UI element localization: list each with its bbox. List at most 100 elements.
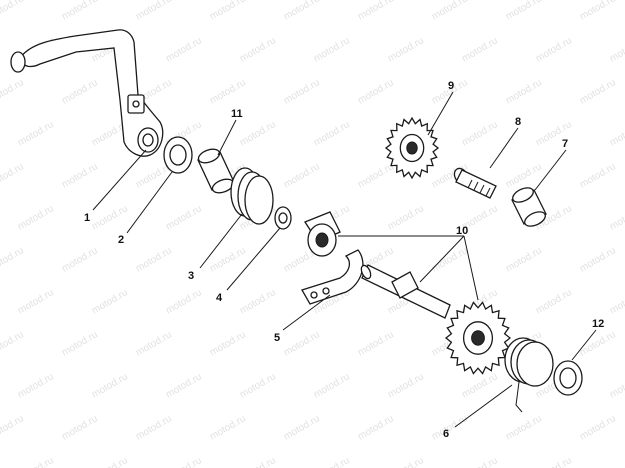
- watermark-text: motod.ru: [386, 35, 426, 64]
- driven-gear-10: [444, 301, 512, 375]
- watermark-text: motod.ru: [356, 329, 396, 358]
- watermark-text: motod.ru: [504, 77, 544, 106]
- bolt-8: [453, 167, 497, 199]
- watermark-text: motod.ru: [578, 0, 618, 23]
- gear-bore: [471, 330, 485, 346]
- watermark-text: motod.ru: [60, 77, 100, 106]
- watermark-text: motod.ru: [208, 0, 248, 23]
- watermark-text: motod.ru: [208, 329, 248, 358]
- watermark-text: motod.ru: [164, 371, 204, 400]
- label-8: 8: [515, 116, 521, 128]
- watermark-text: motod.ru: [578, 161, 618, 190]
- watermark-text: motod.ru: [134, 329, 174, 358]
- watermark-text: motod.ru: [578, 329, 618, 358]
- watermark-text: motod.ru: [356, 161, 396, 190]
- watermark-text: motod.ru: [238, 455, 278, 468]
- watermark-text: motod.ru: [608, 119, 625, 148]
- watermark-text: motod.ru: [0, 413, 26, 442]
- watermark-text: motod.ru: [430, 0, 470, 23]
- washer-2: [163, 136, 193, 174]
- watermark-text: motod.ru: [90, 287, 130, 316]
- watermark-text: motod.ru: [238, 119, 278, 148]
- watermark-text: motod.ru: [608, 203, 625, 232]
- stopper-plate-5: [301, 249, 364, 305]
- watermark-text: motod.ru: [356, 413, 396, 442]
- label-4: 4: [216, 292, 223, 304]
- washer-4: [274, 206, 292, 230]
- watermark-text: motod.ru: [0, 245, 26, 274]
- watermark-text: motod.ru: [356, 0, 396, 23]
- watermark-text: motod.ru: [238, 287, 278, 316]
- watermark-text: motod.ru: [282, 0, 322, 23]
- watermark-text: motod.ru: [60, 245, 100, 274]
- watermark-text: motod.ru: [16, 119, 56, 148]
- watermark-text: motod.ru: [608, 35, 625, 64]
- watermark-text: motod.ru: [578, 245, 618, 274]
- watermark-text: motod.ru: [578, 77, 618, 106]
- label-9: 9: [448, 80, 454, 92]
- watermark-text: motod.ru: [90, 203, 130, 232]
- label-7: 7: [562, 138, 568, 150]
- watermark-text: motod.ru: [60, 0, 100, 23]
- watermark-text: motod.ru: [90, 455, 130, 468]
- watermark-text: motod.ru: [16, 455, 56, 468]
- label-12: 12: [592, 318, 604, 330]
- watermark-text: motod.ru: [608, 287, 625, 316]
- watermark-text: motod.ru: [578, 413, 618, 442]
- watermark-text: motod.ru: [430, 245, 470, 274]
- watermark-text: motod.ru: [608, 455, 625, 468]
- watermark-text: motod.ru: [312, 35, 352, 64]
- watermark-text: motod.ru: [460, 371, 500, 400]
- watermark-text: motod.ru: [90, 371, 130, 400]
- ratchet-gear-10: [304, 211, 341, 257]
- watermark-text: motod.ru: [238, 35, 278, 64]
- watermark-text: motod.ru: [60, 329, 100, 358]
- watermark-text: motod.ru: [386, 371, 426, 400]
- watermark-text: motod.ru: [164, 455, 204, 468]
- watermark-text: motod.ru: [504, 245, 544, 274]
- watermark-text: motod.ru: [460, 455, 500, 468]
- watermark-text: motod.ru: [16, 203, 56, 232]
- watermark-text: motod.ru: [282, 413, 322, 442]
- label-11: 11: [231, 108, 243, 120]
- watermark-text: motod.ru: [282, 161, 322, 190]
- coil-spring-3: [230, 167, 274, 225]
- watermark-text: motod.ru: [312, 455, 352, 468]
- watermark-text: motod.ru: [534, 35, 574, 64]
- watermark-text: motod.ru: [430, 413, 470, 442]
- watermark-text: motod.ru: [312, 371, 352, 400]
- leader-lines: [92, 91, 597, 428]
- watermark-text: motod.ru: [164, 35, 204, 64]
- gear-bore: [406, 141, 418, 155]
- watermark-text: motod.ru: [164, 287, 204, 316]
- watermark-text: motod.ru: [164, 203, 204, 232]
- watermark-text: motod.ru: [134, 245, 174, 274]
- idle-gear-9: [384, 116, 440, 180]
- watermark-text: motod.ru: [134, 413, 174, 442]
- part-labels: 1 2 3 4 5 6 7 8 9 10 11 12: [84, 80, 604, 440]
- watermark-text: motod.ru: [356, 77, 396, 106]
- watermark-text: motod.ru: [282, 329, 322, 358]
- watermark-text: motod.ru: [16, 287, 56, 316]
- watermark-text: motod.ru: [386, 203, 426, 232]
- sleeve-11: [197, 148, 235, 194]
- watermark-text: motod.ru: [0, 77, 26, 106]
- washer-12: [553, 360, 583, 396]
- watermark-text: motod.ru: [608, 371, 625, 400]
- label-1: 1: [84, 212, 90, 224]
- watermark-text: motod.ru: [0, 161, 26, 190]
- watermark-text: motod.ru: [0, 329, 26, 358]
- kickstart-shaft-10: [360, 264, 451, 319]
- watermark-text: motod.ru: [208, 77, 248, 106]
- label-2: 2: [118, 234, 124, 246]
- watermark-text: motod.ru: [534, 287, 574, 316]
- watermark-text: motod.ru: [238, 371, 278, 400]
- watermark-text: motod.ru: [460, 35, 500, 64]
- watermark-text: motod.ru: [134, 0, 174, 23]
- label-5: 5: [274, 332, 280, 344]
- label-3: 3: [188, 270, 194, 282]
- torsion-spring-6: [504, 337, 554, 413]
- kickstart-lever: [10, 29, 164, 157]
- watermark-text: motod.ru: [60, 161, 100, 190]
